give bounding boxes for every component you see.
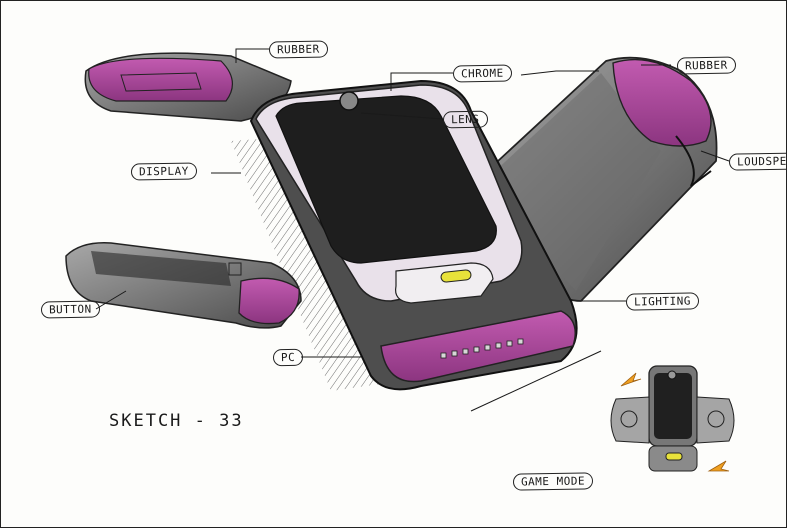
phone-side-view <box>65 242 302 329</box>
label-lens: LENS <box>442 110 488 129</box>
label-game-mode: GAME MODE <box>512 472 594 491</box>
sketch-title: SKETCH - 33 <box>109 411 244 431</box>
label-pc: PC <box>272 348 304 367</box>
label-lighting: LIGHTING <box>625 292 700 311</box>
callout-leader-lines <box>95 48 730 412</box>
label-rubber-right: RUBBER <box>676 56 736 75</box>
phone-top-left-view <box>84 52 292 122</box>
phone-game-mode-view <box>610 365 735 472</box>
rotate-arrow-icon <box>620 372 642 387</box>
label-button: BUTTON <box>40 300 100 319</box>
label-display: DISPLAY <box>130 162 198 181</box>
label-loudspeaker: LOUDSPEAK <box>728 152 786 171</box>
rotate-arrow-icon-2 <box>707 460 730 472</box>
phone-main-view <box>249 79 578 391</box>
label-rubber-top: RUBBER <box>268 40 328 59</box>
label-chrome: CHROME <box>452 64 512 83</box>
